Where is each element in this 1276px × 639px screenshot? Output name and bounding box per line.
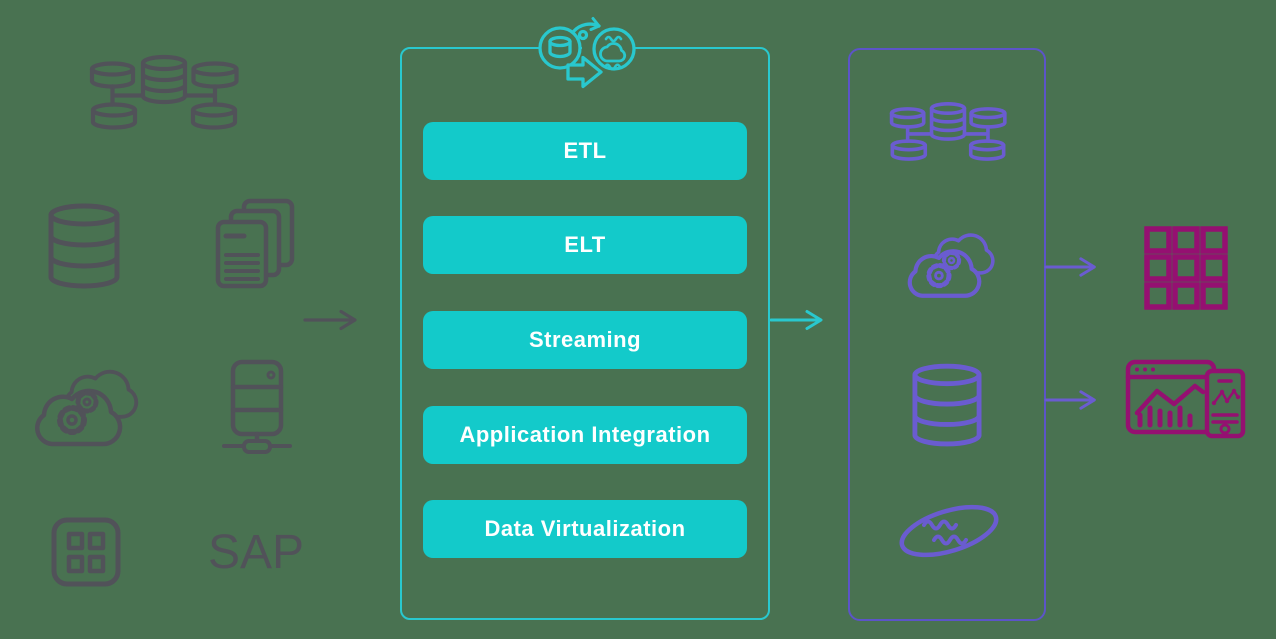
method-label-data-virtualization: Data Virtualization xyxy=(484,516,686,541)
method-pill-streaming: Streaming xyxy=(423,311,747,369)
method-label-etl: ETL xyxy=(563,138,607,163)
method-label-streaming: Streaming xyxy=(528,327,642,352)
method-label-elt: ELT xyxy=(564,232,606,257)
application-grid-icon xyxy=(1144,226,1228,310)
destinations-to-analytics-arrow xyxy=(1044,390,1096,410)
distributed-database-icon xyxy=(89,54,239,130)
destination-distributed-database-icon xyxy=(889,101,1007,161)
destinations-to-apps-arrow xyxy=(1044,257,1096,277)
integration-to-destinations-arrow xyxy=(769,310,823,330)
mainframe-server-icon xyxy=(222,359,292,454)
method-pill-application-integration: Application Integration xyxy=(423,406,747,464)
method-pill-data-virtualization: Data Virtualization xyxy=(423,500,747,558)
destination-database-icon xyxy=(912,363,982,447)
destination-cloud-icon xyxy=(907,233,995,298)
business-applications-icon xyxy=(51,517,121,587)
method-label-application-integration: Application Integration xyxy=(459,422,711,447)
sources-to-integration-arrow xyxy=(303,309,357,331)
database-icon xyxy=(48,203,120,289)
cloud-processing-icon xyxy=(35,369,139,447)
method-pill-etl: ETL xyxy=(423,122,747,180)
documents-icon xyxy=(215,198,295,289)
method-pill-elt: ELT xyxy=(423,216,747,274)
data-transfer-icon xyxy=(538,17,636,89)
data-lake-icon xyxy=(899,504,999,558)
sap-source-label: SAP xyxy=(207,526,305,579)
analytics-dashboard-icon xyxy=(1125,359,1246,439)
destinations-box xyxy=(848,48,1046,621)
